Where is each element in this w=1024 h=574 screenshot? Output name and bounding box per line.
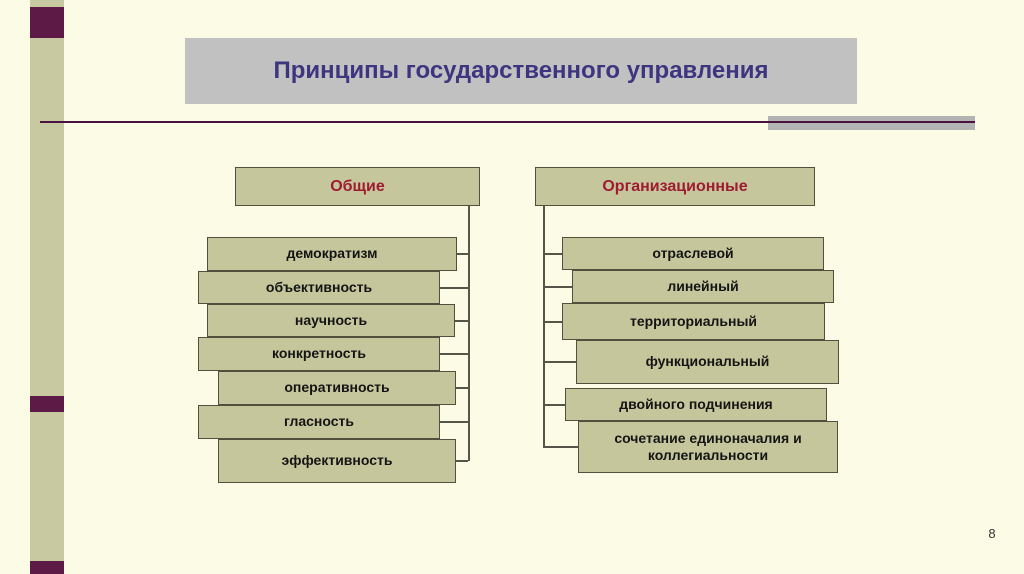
connector-stub [543,321,562,323]
item-box-organizational: территориальный [562,303,825,340]
divider-bar [768,116,975,130]
divider-line [40,121,975,123]
group-header-general: Общие [235,167,480,206]
connector-vline-general [468,206,470,461]
item-box-organizational: отраслевой [562,237,824,270]
item-box-general: демократизм [207,237,457,271]
connector-stub [440,287,468,289]
item-box-general: научность [207,304,455,337]
page-number: 8 [988,526,996,541]
accent-square-middle [30,396,64,412]
slide-title-text: Принципы государственного управления [273,57,769,84]
side-band [30,0,64,574]
connector-stub [455,320,468,322]
item-box-organizational: сочетание единоначалия и коллегиальности [578,421,838,473]
item-box-general: объективность [198,271,440,304]
connector-stub [543,404,565,406]
accent-square-bottom [30,561,64,574]
connector-stub [543,253,562,255]
accent-square-top [30,7,64,38]
group-header-organizational: Организационные [535,167,815,206]
connector-stub [456,460,468,462]
connector-stub [543,286,572,288]
item-box-general: конкретность [198,337,440,371]
connector-stub [543,361,576,363]
connector-stub [457,253,468,255]
item-box-general: эффективность [218,439,456,483]
item-box-organizational: линейный [572,270,834,303]
connector-vline-organizational [543,206,545,447]
item-box-organizational: двойного подчинения [565,388,827,421]
item-box-organizational: функциональный [576,340,839,384]
connector-stub [440,421,468,423]
connector-stub [456,387,468,389]
connector-stub [543,446,578,448]
slide-title: Принципы государственного управления [185,38,857,104]
item-box-general: гласность [198,405,440,439]
connector-stub [440,353,468,355]
item-box-general: оперативность [218,371,456,405]
